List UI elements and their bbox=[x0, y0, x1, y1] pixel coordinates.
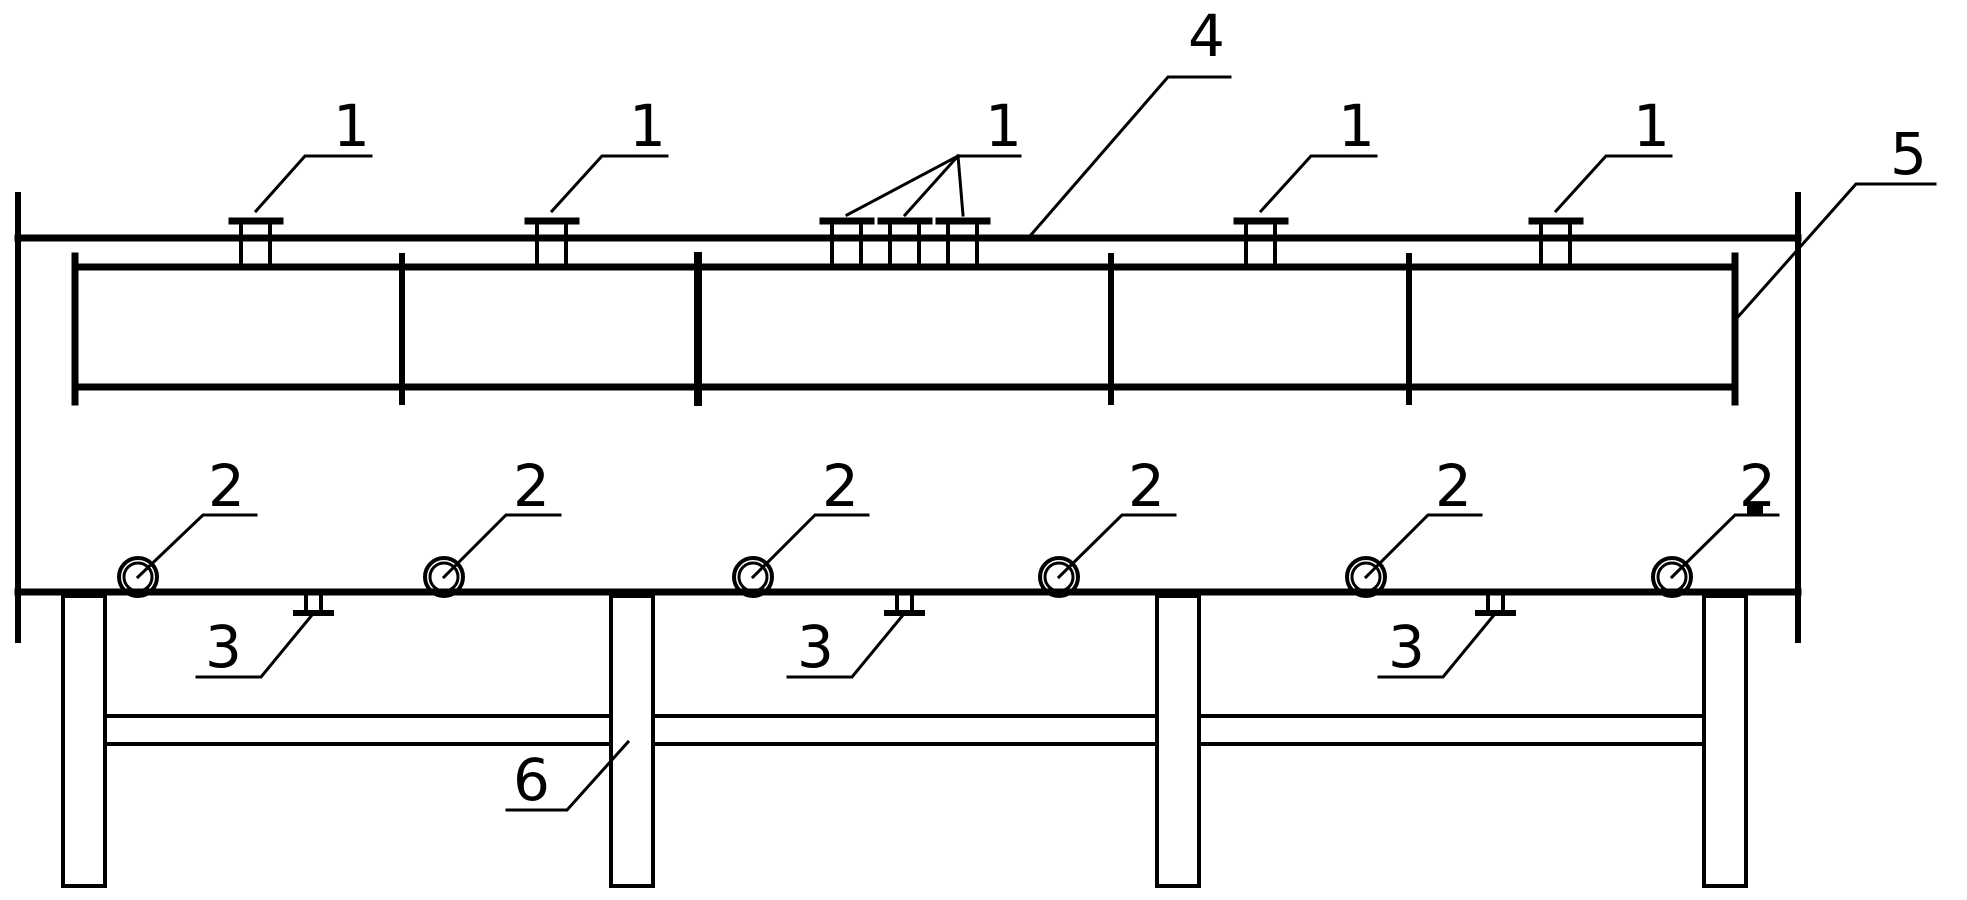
label-vessel-shell: 4 bbox=[1188, 2, 1225, 70]
support-structure bbox=[61, 594, 1748, 888]
labels: 1 1 1 1 1 4 5 2 2 2 2 2 2 3 3 3 6 bbox=[205, 2, 1927, 814]
cross-brace bbox=[103, 714, 613, 746]
bottom-fitting bbox=[884, 594, 925, 616]
label-port: 2 bbox=[1739, 452, 1776, 520]
nozzles bbox=[228, 217, 1584, 268]
nozzle bbox=[524, 217, 580, 268]
leader-lines bbox=[135, 75, 1937, 812]
cross-brace bbox=[651, 714, 1159, 746]
nozzle bbox=[228, 217, 284, 268]
vessel bbox=[14, 192, 1802, 643]
bottom-fittings bbox=[293, 594, 1516, 616]
label-bottom-fitting: 3 bbox=[205, 613, 242, 681]
ports bbox=[117, 504, 1763, 598]
support-leg bbox=[1155, 594, 1201, 888]
partition-frame bbox=[71, 252, 1739, 406]
port bbox=[1038, 556, 1080, 598]
label-port: 2 bbox=[1128, 452, 1165, 520]
port bbox=[117, 556, 159, 598]
nozzle bbox=[1233, 217, 1289, 268]
bottom-fitting bbox=[1475, 594, 1516, 616]
port bbox=[732, 556, 774, 598]
label-nozzle: 1 bbox=[1633, 92, 1670, 160]
support-leg bbox=[61, 594, 107, 888]
cross-brace bbox=[1197, 714, 1706, 746]
support-leg bbox=[609, 594, 655, 888]
label-port: 2 bbox=[513, 452, 550, 520]
label-nozzle: 1 bbox=[333, 92, 370, 160]
label-port: 2 bbox=[1435, 452, 1472, 520]
label-nozzle: 1 bbox=[629, 92, 666, 160]
label-port: 2 bbox=[208, 452, 245, 520]
port bbox=[1345, 556, 1387, 598]
nozzle bbox=[1528, 217, 1584, 268]
support-leg bbox=[1702, 594, 1748, 888]
label-support-leg: 6 bbox=[513, 746, 550, 814]
label-bottom-fitting: 3 bbox=[797, 613, 834, 681]
label-bottom-fitting: 3 bbox=[1388, 613, 1425, 681]
port bbox=[423, 556, 465, 598]
label-nozzle: 1 bbox=[985, 92, 1022, 160]
label-partition-frame: 5 bbox=[1890, 120, 1927, 188]
port bbox=[1651, 556, 1693, 598]
port-tab bbox=[1747, 504, 1763, 514]
nozzle bbox=[877, 217, 933, 268]
nozzle bbox=[935, 217, 991, 268]
label-nozzle: 1 bbox=[1338, 92, 1375, 160]
bottom-fitting bbox=[293, 594, 334, 616]
nozzle bbox=[819, 217, 875, 268]
label-port: 2 bbox=[822, 452, 859, 520]
